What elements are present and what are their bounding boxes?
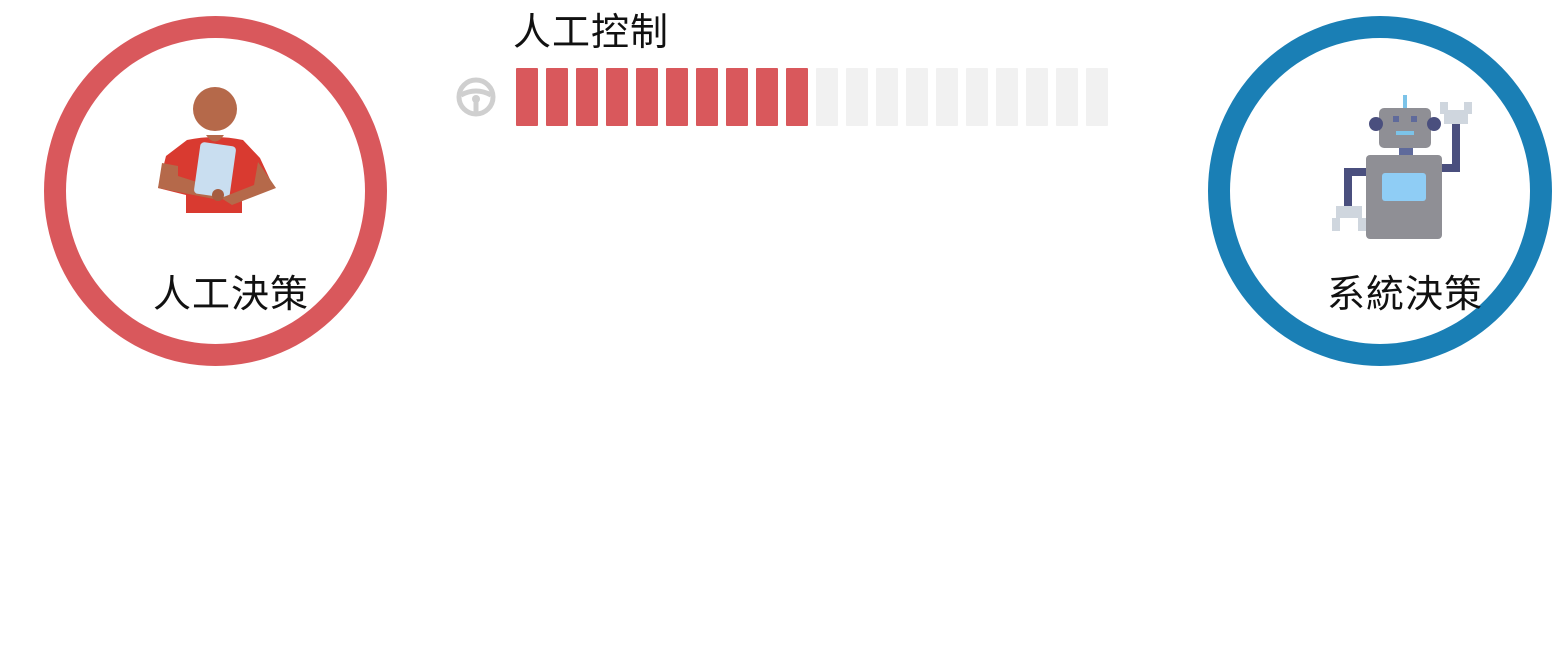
human-decision-node: 人工決策 bbox=[44, 16, 387, 366]
control-segment-filled bbox=[756, 68, 778, 126]
control-segment-filled bbox=[786, 68, 808, 126]
control-segment-empty bbox=[1056, 68, 1078, 126]
control-segment-empty bbox=[996, 68, 1018, 126]
control-segment-filled bbox=[546, 68, 568, 126]
control-segment-empty bbox=[846, 68, 868, 126]
control-segment-empty bbox=[966, 68, 988, 126]
control-segment-filled bbox=[666, 68, 688, 126]
control-segment-filled bbox=[726, 68, 748, 126]
control-segment-filled bbox=[516, 68, 538, 126]
control-segment-filled bbox=[696, 68, 718, 126]
robot-icon bbox=[1332, 95, 1472, 239]
control-segment-empty bbox=[876, 68, 898, 126]
human-decision-label: 人工決策 bbox=[152, 272, 309, 316]
control-segment-empty bbox=[906, 68, 928, 126]
control-segment-empty bbox=[816, 68, 838, 126]
system-decision-node: 系統決策 bbox=[1208, 16, 1552, 366]
control-segment-empty bbox=[1086, 68, 1108, 126]
system-decision-label: 系統決策 bbox=[1326, 272, 1483, 316]
manual-control-title: 人工控制 bbox=[513, 10, 670, 54]
control-segment-empty bbox=[1026, 68, 1048, 126]
control-segment-filled bbox=[576, 68, 598, 126]
manual-control-level-bar bbox=[516, 68, 1108, 126]
control-segment-filled bbox=[606, 68, 628, 126]
control-segment-empty bbox=[936, 68, 958, 126]
control-segment-filled bbox=[636, 68, 658, 126]
steering-wheel-icon bbox=[456, 77, 496, 117]
person-holding-tablet-icon bbox=[158, 87, 276, 213]
